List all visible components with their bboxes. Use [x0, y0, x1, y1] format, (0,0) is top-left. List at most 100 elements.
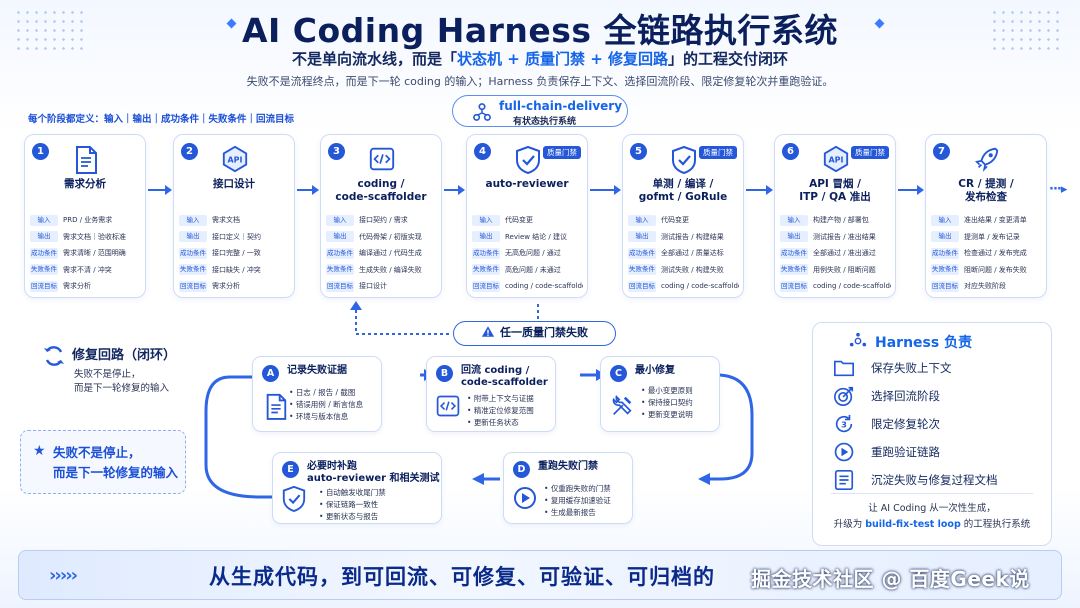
stage-number: 6 [782, 143, 799, 160]
code-icon [368, 145, 396, 175]
row-key: 成功条件 [179, 247, 207, 259]
harness-item-label: 限定修复轮次 [871, 417, 940, 431]
row-key: 输出 [931, 231, 959, 243]
stage-name: auto-reviewer [485, 178, 569, 190]
note-line-2: 而是下一轮修复的输入 [53, 465, 179, 480]
row-value: 全部通过 / 质量达标 [661, 249, 724, 258]
row-value: 接口契约 / 需求 [359, 216, 408, 225]
row-value: 对应失败阶段 [964, 282, 1006, 291]
row-key: 失败条件 [30, 264, 58, 276]
stage-row: 失败条件测试失败 / 构建失败 [628, 262, 739, 279]
row-value: PRD / 业务需求 [63, 216, 113, 225]
step-badge: E [282, 461, 299, 478]
stage-row: 失败条件需求不清 / 冲突 [30, 262, 141, 279]
step-item: 自动触发收尾门禁 [319, 487, 386, 499]
api-icon: API [221, 145, 249, 175]
harness-item-label: 保存失败上下文 [871, 361, 952, 375]
row-key: 失败条件 [179, 264, 207, 276]
row-value: 准出结果 / 变更清单 [964, 216, 1027, 225]
row-value: coding / code-scaffolder [661, 282, 739, 291]
stage-number: 5 [630, 143, 647, 160]
row-key: 输入 [780, 214, 808, 226]
stage-row: 输入构建产物 / 部署包 [780, 212, 891, 229]
step-badge: D [513, 461, 530, 478]
banner-text: 从生成代码，到可回流、可修复、可验证、可归档的 [209, 565, 715, 589]
play-icon [833, 441, 855, 463]
svg-text:3: 3 [841, 420, 847, 430]
step-item: 环境与版本信息 [289, 411, 363, 423]
step-badge: A [262, 365, 279, 382]
repair-step-d: D重跑失败门禁仅重跑失败的门禁复用缓存加速验证生成最新报告 [503, 452, 633, 524]
stage-row: 输入准出结果 / 变更清单 [931, 212, 1042, 229]
stage-row: 失败条件高危问题 / 未通过 [472, 262, 583, 279]
step-item: 生成最新报告 [544, 507, 611, 519]
step-item: 更新任务状态 [467, 417, 534, 429]
row-value: 检查通过 / 发布完成 [964, 249, 1027, 258]
stage-row: 失败条件用例失败 / 阻断问题 [780, 262, 891, 279]
flow-arrow [444, 185, 465, 195]
play-icon [512, 485, 538, 511]
row-value: coding / code-scaffolder [813, 282, 891, 291]
folder-icon [833, 357, 855, 379]
row-value: 代码骨架 / 初版实现 [359, 232, 422, 241]
stage-row: 失败条件阻断问题 / 发布失败 [931, 262, 1042, 279]
stage-row: 输入接口契约 / 需求 [326, 212, 437, 229]
page-description: 失败不是流程终点，而是下一轮 coding 的输入；Harness 负责保存上下… [246, 75, 834, 88]
step-item: 复用缓存加速验证 [544, 495, 611, 507]
stage-row: 输出代码骨架 / 初版实现 [326, 229, 437, 246]
row-value: 接口缺失 / 冲突 [212, 265, 261, 274]
row-value: 无高危问题 / 通过 [505, 249, 561, 258]
row-key: 输入 [179, 214, 207, 226]
row-key: 输入 [472, 214, 500, 226]
stage-row: 回流目标对应失败阶段 [931, 278, 1042, 295]
row-key: 回流目标 [326, 280, 354, 292]
flow-arrow [746, 185, 773, 195]
gate-failure-pill: 任一质量门禁失败 [453, 321, 616, 346]
stage-name: 需求分析 [64, 178, 106, 190]
flow-arrow [297, 185, 319, 195]
repair-step-c: C最小修复最小变更原则保持接口契约更新变更说明 [600, 356, 720, 432]
stage-number: 4 [474, 143, 491, 160]
bottom-banner: ››››› 从生成代码，到可回流、可修复、可验证、可归档的 掘金技术社区 @ 百… [18, 550, 1062, 600]
row-key: 成功条件 [628, 247, 656, 259]
row-key: 回流目标 [472, 280, 500, 292]
step-item: 日志 / 报告 / 截图 [289, 387, 363, 399]
row-value: 代码变更 [661, 216, 689, 225]
row-value: 测试失败 / 构建失败 [661, 265, 724, 274]
stage-row: 输出提测单 / 发布记录 [931, 229, 1042, 246]
row-key: 输出 [780, 231, 808, 243]
flow-nodes-icon [473, 103, 491, 121]
row-key: 成功条件 [780, 247, 808, 259]
page-subtitle: 不是单向流水线，而是「状态机 + 质量门禁 + 修复回路」的工程交付闭环 [291, 50, 789, 68]
harness-item-label: 选择回流阶段 [871, 389, 940, 403]
stage-row: 成功条件编译通过 / 代码生成 [326, 245, 437, 262]
repair-step-a: A记录失败证据日志 / 报告 / 截图错误用例 / 断言信息环境与版本信息 [252, 356, 382, 432]
harness-item: 选择回流阶段 [833, 385, 940, 407]
loop-title: 修复回路（闭环） [72, 348, 177, 363]
step-title: 记录失败证据 [287, 365, 347, 376]
divider [831, 493, 1033, 494]
harness-title: Harness 负责 [875, 335, 973, 351]
watermark: 掘金技术社区 @ 百度Geek说 [751, 567, 1030, 591]
decor-dots-right [990, 8, 1060, 52]
step-title: 重跑失败门禁 [538, 461, 598, 472]
shield-check-icon [281, 485, 307, 512]
row-key: 输入 [30, 214, 58, 226]
row-value: 高危问题 / 未通过 [505, 265, 561, 274]
stage-row: 输出需求文档｜验收标准 [30, 229, 141, 246]
row-key: 输出 [472, 231, 500, 243]
document-icon [263, 393, 289, 420]
svg-text:API: API [829, 156, 844, 165]
stage-row: 成功条件接口完整 / 一致 [179, 245, 290, 262]
tools-icon [609, 393, 635, 419]
quality-gate-badge: 质量门禁 [543, 146, 581, 159]
stage-row: 成功条件需求清晰 / 范围明确 [30, 245, 141, 262]
stage-number: 2 [181, 143, 198, 160]
row-value: Review 结论 / 建议 [505, 232, 568, 241]
